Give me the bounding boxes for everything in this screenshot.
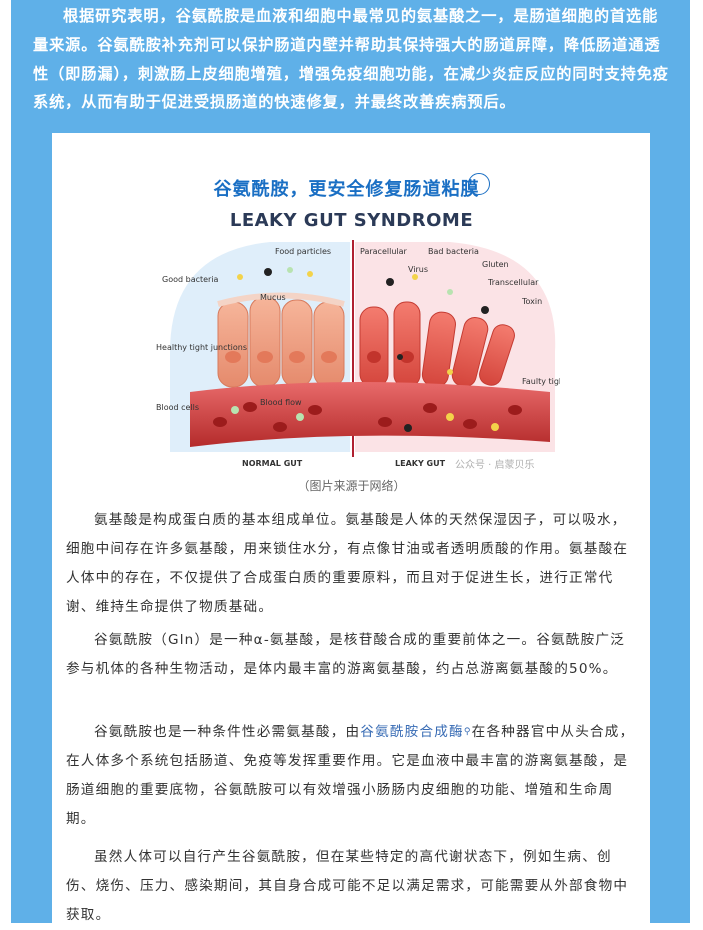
label-virus: Virus	[408, 265, 428, 274]
watermark: 公众号 · 启蒙贝乐	[455, 458, 535, 471]
label-good-bacteria: Good bacteria	[162, 275, 219, 284]
figure-subtitle: LEAKY GUT SYNDROME	[229, 210, 474, 231]
glutamine-synthetase-link[interactable]: 谷氨酰胺合成酶	[360, 724, 464, 740]
blood-cells	[213, 402, 522, 432]
content-card	[52, 133, 650, 923]
leaky-gut-diagram: Food particles Good bacteria Mucus Healt…	[156, 240, 560, 471]
figure-title-text: 谷氨酰胺，更安全修复肠道粘膜	[213, 179, 480, 200]
paragraph-1: 氨基酸是构成蛋白质的基本组成单位。氨基酸是人体的天然保湿因子，可以吸水，细胞中间…	[66, 512, 629, 615]
label-normal-gut: NORMAL GUT	[242, 459, 303, 468]
paragraph-4: 虽然人体可以自行产生谷氨酰胺，但在某些特定的高代谢状态下，例如生病、创伤、烧伤、…	[66, 849, 629, 923]
label-bad-bacteria: Bad bacteria	[428, 247, 479, 256]
label-paracellular: Paracellular	[360, 247, 408, 256]
paragraph-2: 谷氨酰胺（Gln）是一种α-氨基酸，是核苷酸合成的重要前体之一。谷氨酰胺广泛参与…	[66, 632, 625, 677]
label-transcellular: Transcellular	[487, 278, 539, 287]
label-blood-flow: Blood flow	[260, 398, 302, 407]
leaky-cells	[359, 301, 515, 388]
paragraph-3-start: 谷氨酰胺也是一种条件性必需氨基酸，由	[94, 724, 361, 740]
label-gluten: Gluten	[482, 260, 509, 269]
left-border	[11, 133, 52, 923]
label-food-particles: Food particles	[275, 247, 331, 256]
figure-title: 谷氨酰胺，更安全修复肠道粘膜	[0, 173, 703, 201]
label-healthy-tight-junctions: Healthy tight junctions	[156, 343, 247, 352]
content-card-top	[52, 150, 650, 190]
label-toxin: Toxin	[521, 297, 542, 306]
particles	[237, 267, 489, 375]
label-leaky-gut: LEAKY GUT	[395, 459, 446, 468]
label-faulty-tight-junctions: Faulty tight junctions	[522, 377, 560, 386]
figure-caption: （图片来源于网络）	[297, 479, 406, 493]
label-mucus: Mucus	[260, 293, 286, 302]
normal-cells	[217, 292, 345, 388]
search-icon[interactable]: ⚲	[463, 727, 472, 737]
right-border	[650, 133, 690, 923]
label-blood-cells: Blood cells	[156, 403, 199, 412]
paragraph-3: 谷氨酰胺也是一种条件性必需氨基酸，由谷氨酰胺合成酶⚲在各种器官中从头合成，在人体…	[66, 718, 636, 834]
intro-text: 根据研究表明，谷氨酰胺是血液和细胞中最常见的氨基酸之一，是肠道细胞的首选能量来源…	[33, 7, 669, 112]
intro-banner: 根据研究表明，谷氨酰胺是血液和细胞中最常见的氨基酸之一，是肠道细胞的首选能量来源…	[11, 0, 690, 133]
paragraph-3-end: 在各种器官中从头合成，在人体多个系统包括肠道、免疫等发挥重要作用。它是血液中最丰…	[66, 724, 635, 827]
circle-decoration-icon	[467, 173, 490, 195]
